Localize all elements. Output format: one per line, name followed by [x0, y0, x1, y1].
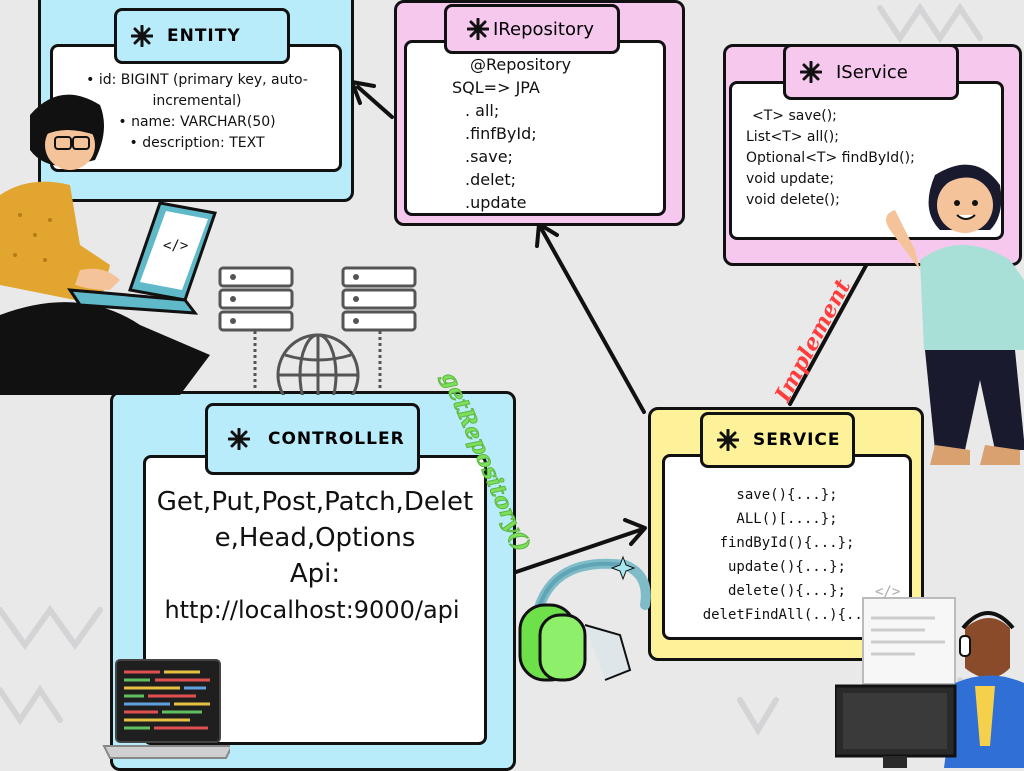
- iservice-line: <T> save();: [752, 108, 837, 124]
- controller-title: CONTROLLER: [268, 429, 405, 449]
- server-icon: [341, 266, 417, 332]
- service-method-list: save(){...}; ALL()[....}; findById(){...…: [662, 483, 912, 627]
- developer-man-illustration: </>: [835, 584, 1024, 768]
- iservice-line: Optional<T> findById();: [746, 150, 915, 166]
- arrow-service-to-iservice: [788, 238, 882, 406]
- server-globe-illustration: [218, 266, 417, 395]
- arrow-service-to-repository: [539, 226, 646, 414]
- repository-line: SQL=> JPA: [452, 78, 540, 97]
- star-icon: [467, 18, 489, 40]
- headphones-icon: [518, 555, 651, 682]
- star-icon: [800, 61, 822, 83]
- service-line: deletFindAll(..){..}: [702, 607, 872, 623]
- star-icon: [131, 25, 153, 47]
- entity-field-list: • id: BIGINT (primary key, auto-incremen…: [58, 70, 336, 154]
- code-icon: </>: [163, 238, 188, 254]
- repository-line: .finfById;: [465, 124, 537, 143]
- developer-woman-illustration: </>: [0, 94, 217, 395]
- arrow-controller-to-service: [514, 528, 642, 574]
- server-icon: [218, 266, 294, 332]
- controller-api-label: Api:: [289, 559, 341, 589]
- star-icon: [717, 429, 739, 451]
- iservice-line: List<T> all();: [746, 129, 839, 145]
- entity-title: ENTITY: [167, 26, 241, 46]
- entity-field: • name: VARCHAR(50): [118, 114, 276, 130]
- repository-card: [404, 40, 666, 216]
- iservice-line: void delete();: [746, 192, 840, 208]
- entity-title-tab: ENTITY: [114, 8, 290, 64]
- entity-field: • description: TEXT: [129, 135, 265, 151]
- arrow-repository-to-entity: [356, 85, 394, 119]
- star-icon: [228, 428, 250, 450]
- repository-method-list: @Repository SQL=> JPA . all; .finfById; …: [452, 53, 571, 214]
- service-line: ALL()[....};: [736, 511, 838, 527]
- controller-api-url: http://localhost:9000/api: [164, 596, 460, 624]
- service-line: findById(){...};: [719, 535, 855, 551]
- repository-line: .save;: [465, 147, 513, 166]
- repository-line: .delet;: [465, 170, 517, 189]
- entity-field: • id: BIGINT (primary key, auto-incremen…: [86, 72, 308, 109]
- service-line: delete(){...};: [727, 583, 846, 599]
- globe-icon: [276, 333, 360, 395]
- repository-title-tab: IRepository: [444, 4, 620, 54]
- iservice-title-tab: IService: [783, 44, 959, 100]
- service-line: save(){...};: [736, 487, 838, 503]
- repository-title: IRepository: [493, 18, 595, 40]
- code-icon: </>: [875, 584, 900, 600]
- pointing-man-illustration: [886, 164, 1024, 465]
- iservice-method-list: <T> save(); List<T> all(); Optional<T> f…: [746, 106, 915, 211]
- service-line: update(){...};: [727, 559, 846, 575]
- laptop-icon: [102, 659, 230, 759]
- repository-line: .update: [465, 193, 527, 212]
- controller-methods: Get,Put,Post,Patch,Delete,Head,Options: [156, 487, 474, 553]
- controller-title-tab: CONTROLLER: [205, 403, 420, 475]
- service-title-tab: SERVICE: [700, 412, 855, 468]
- service-title: SERVICE: [753, 430, 841, 450]
- iservice-title: IService: [836, 61, 908, 83]
- repository-line: @Repository: [470, 55, 572, 74]
- repository-line: . all;: [465, 101, 500, 120]
- iservice-line: void update;: [746, 171, 835, 187]
- controller-description: Get,Put,Post,Patch,Delete,Head,Options A…: [146, 484, 484, 628]
